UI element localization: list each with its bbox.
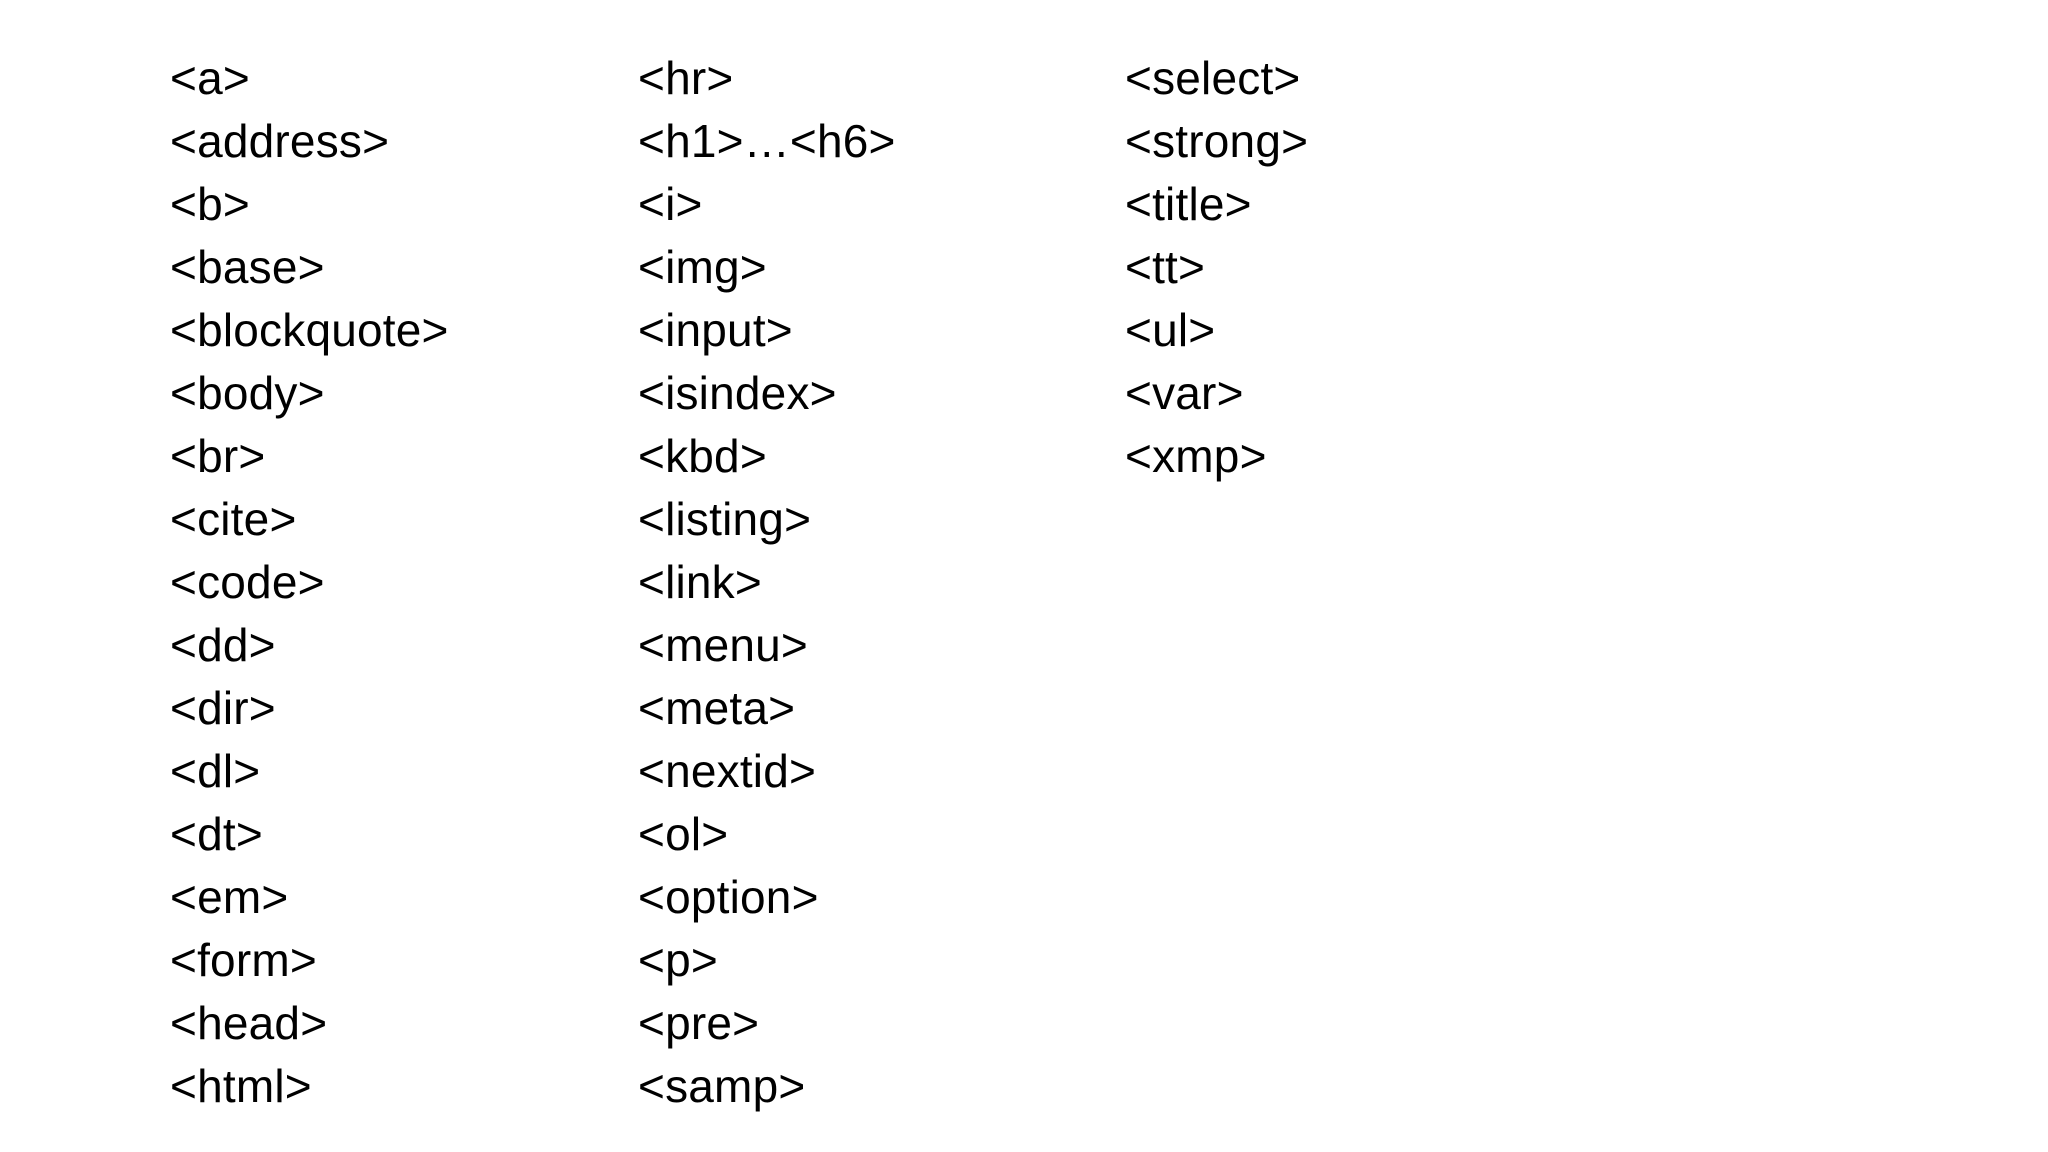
tag-column-1: <a> <address> <b> <base> <blockquote> <body> <… [170,47,638,1118]
tag-list-item: <ol> [638,808,729,860]
tag-column-3: <select> <strong> <title> <tt> <ul> <var> <xmp… [1125,47,1625,488]
tag-list-item: <var> [1125,367,1244,419]
tag-list-item: <dl> [170,745,261,797]
tag-list-item: <menu> [638,619,808,671]
tag-list-item: <strong> [1125,115,1309,167]
tag-list-item: <body> [170,367,325,419]
tag-list-item: <dir> [170,682,276,734]
tag-list-item: <h1>…<h6> [638,115,896,167]
tag-list-item: <p> [638,934,718,986]
tag-list-item: <xmp> [1125,430,1267,482]
tag-list-item: <i> [638,178,703,230]
tag-list-item: <select> [1125,52,1301,104]
tag-list-item: <img> [638,241,767,293]
tag-list-item: <html> [170,1060,312,1112]
tag-list-item: <dt> [170,808,263,860]
tag-list-item: <meta> [638,682,796,734]
tag-list-item: <dd> [170,619,276,671]
tag-list-item: <nextid> [638,745,817,797]
tag-list-item: <head> [170,997,328,1049]
tag-list-item: <listing> [638,493,812,545]
tag-list-item: <isindex> [638,367,837,419]
tag-column-2: <hr> <h1>…<h6> <i> <img> <input> <isindex> <kb… [638,47,1125,1118]
tag-list-item: <address> [170,115,390,167]
tag-list-item: <hr> [638,52,734,104]
tag-list-item: <input> [638,304,793,356]
tag-list-item: <link> [638,556,762,608]
tag-list-item: <title> [1125,178,1252,230]
tag-list-item: <code> [170,556,325,608]
tag-list-item: <cite> [170,493,297,545]
tag-list-item: <samp> [638,1060,806,1112]
tag-list-columns: <a> <address> <b> <base> <blockquote> <body> <… [0,47,2048,1118]
tag-list-item: <form> [170,934,317,986]
tag-list-item: <base> [170,241,325,293]
tag-list-item: <b> [170,178,250,230]
tag-list-item: <kbd> [638,430,767,482]
tag-list-item: <blockquote> [170,304,449,356]
tag-list-item: <em> [170,871,289,923]
tag-list-item: <option> [638,871,819,923]
tag-list-item: <ul> [1125,304,1216,356]
tag-list-item: <br> [170,430,266,482]
tag-list-item: <a> [170,52,250,104]
tag-list-item: <tt> [1125,241,1206,293]
tag-list-item: <pre> [638,997,760,1049]
